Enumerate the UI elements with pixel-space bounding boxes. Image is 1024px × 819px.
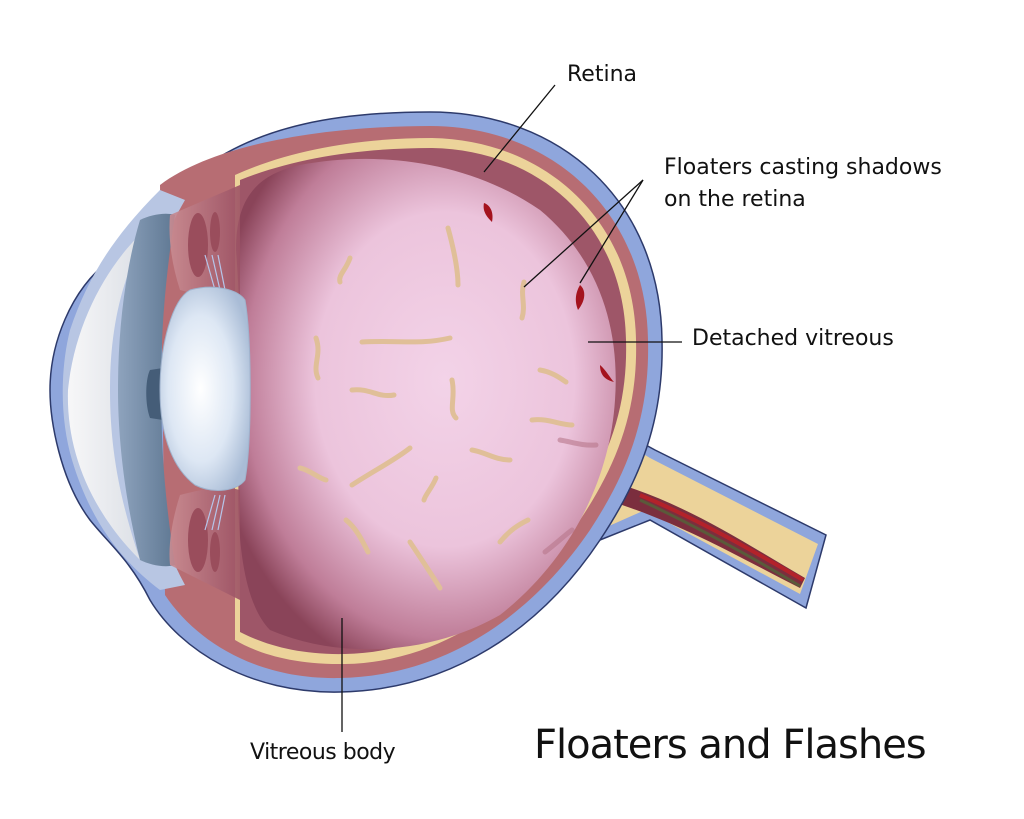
floaters [297,225,575,591]
label-floaters-line2: on the retina [664,187,806,213]
label-floaters-line1: Floaters casting shadows [664,155,942,180]
lens [159,286,251,491]
label-detached-vitreous: Detached vitreous [692,326,894,351]
label-retina: Retina [567,62,637,87]
leader-floaters-a [523,179,644,288]
leader-floaters-b [579,179,644,284]
ciliary-body [169,185,240,600]
faint-shadows [542,437,599,555]
diagram-title: Floaters and Flashes [534,722,927,768]
leader-lines [341,84,682,732]
label-vitreous-body: Vitreous body [250,740,396,765]
iris [118,213,175,567]
optic-nerve [599,418,827,610]
eyeball [49,111,663,693]
label-floaters: Floaters casting shadows on the retina [664,155,942,214]
leader-retina [483,84,556,173]
floater-shadows [483,203,614,382]
